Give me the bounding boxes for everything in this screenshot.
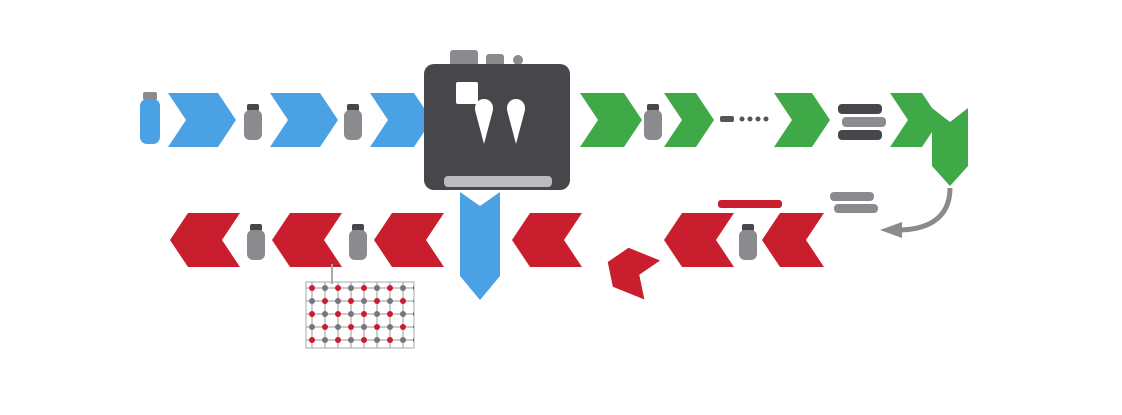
flow-connector xyxy=(897,187,953,233)
intermediate-vial-icon xyxy=(644,104,662,140)
furnace-body xyxy=(424,64,570,190)
blue-step-arrow-2 xyxy=(270,93,338,147)
red-step-arrow-5 xyxy=(272,213,342,267)
intermediate-vial-icon xyxy=(247,224,265,260)
crystal-lattice-icon xyxy=(305,281,415,349)
green-down-arrow xyxy=(932,108,968,186)
dash-and-dots-ellipsis-icon xyxy=(720,116,769,122)
intermediate-vial-icon xyxy=(349,224,367,260)
vial-cap xyxy=(647,104,659,111)
precursor-vial-icon xyxy=(140,92,160,144)
intermediate-vial-icon xyxy=(344,104,362,140)
blue-step-arrow-1 xyxy=(168,93,236,147)
plate xyxy=(838,130,882,140)
red-step-arrow-3 xyxy=(512,213,582,267)
stacked-plates-icon xyxy=(830,192,878,213)
green-step-arrow-4 xyxy=(890,93,940,147)
vial-cap xyxy=(250,224,262,231)
vial-cap xyxy=(143,92,157,100)
vial-body xyxy=(344,110,362,140)
flow-connector-arrowhead xyxy=(880,222,902,238)
ellipsis-dash xyxy=(720,116,734,122)
vial-cap xyxy=(352,224,364,231)
red-step-arrow-6 xyxy=(170,213,240,267)
red-bar xyxy=(718,200,782,208)
lattice-grid xyxy=(306,282,414,348)
blue-down-arrow xyxy=(460,192,500,300)
red-step-arrow-4 xyxy=(374,213,444,267)
green-step-arrow-1 xyxy=(580,93,642,147)
green-step-arrow-3 xyxy=(774,93,830,147)
furnace-base-bar xyxy=(444,176,552,187)
ellipsis-dot xyxy=(755,116,761,122)
red-step-arrow-2 xyxy=(664,213,734,267)
ellipsis-dot xyxy=(739,116,745,122)
vial-cap xyxy=(742,224,754,231)
furnace-knob xyxy=(450,50,478,66)
furnace-display xyxy=(456,82,478,104)
furnace-knob xyxy=(513,55,523,65)
plate xyxy=(842,117,886,127)
plate xyxy=(838,104,882,114)
vial-body xyxy=(244,110,262,140)
red-step-arrow-1 xyxy=(762,213,824,267)
blue-step-arrow-3 xyxy=(370,93,432,147)
sealed-ampoule-icon xyxy=(475,110,493,144)
sealed-ampoule-icon xyxy=(507,110,525,144)
vial-body xyxy=(349,230,367,260)
vial-body xyxy=(140,99,160,144)
intermediate-vial-icon xyxy=(244,104,262,140)
green-step-arrow-2 xyxy=(664,93,714,147)
vial-body xyxy=(644,110,662,140)
intermediate-vial-icon xyxy=(739,224,757,260)
ellipsis-dot xyxy=(747,116,753,122)
vial-body xyxy=(739,230,757,260)
vial-cap xyxy=(347,104,359,111)
plate xyxy=(834,204,878,213)
stacked-plates-icon xyxy=(838,104,886,140)
red-branch-arrow xyxy=(607,247,661,300)
furnace-knob xyxy=(486,54,504,66)
vial-cap xyxy=(247,104,259,111)
ellipsis-dot xyxy=(763,116,769,122)
tube-furnace-icon xyxy=(424,50,570,190)
plate xyxy=(830,192,874,201)
vial-body xyxy=(247,230,265,260)
